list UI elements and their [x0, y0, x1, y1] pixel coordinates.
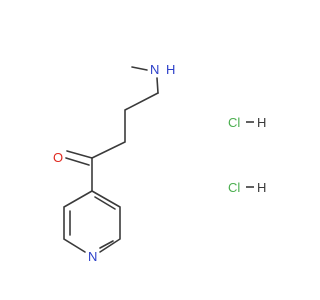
- bond-methyl-n: [131, 66, 148, 71]
- bond-carbonyl-1: [66, 150, 93, 159]
- oxygen-label: O: [53, 150, 63, 165]
- salt-1-h: H: [257, 115, 266, 130]
- pyridine-ring: [63, 190, 93, 253]
- bond-carbonyl-2: [65, 157, 90, 166]
- amine-n-label: N: [150, 62, 159, 77]
- ring-double-2: [94, 196, 116, 210]
- structure-diagram: N H O N Cl H Cl H: [53, 62, 266, 264]
- hcl-salt-2: Cl H: [228, 180, 266, 195]
- bond-n-chain: [156, 77, 159, 94]
- salt-2-h: H: [257, 180, 266, 195]
- bond-chain: [91, 92, 159, 159]
- pyridine-ring-right: [91, 190, 121, 253]
- salt-2-cl: Cl: [228, 180, 240, 195]
- pyridine-n-label: N: [88, 249, 97, 264]
- ring-double-3: [99, 240, 114, 249]
- salt-1-cl: Cl: [228, 115, 240, 130]
- amine-h-label: H: [166, 62, 175, 77]
- hcl-salt-1: Cl H: [228, 115, 266, 130]
